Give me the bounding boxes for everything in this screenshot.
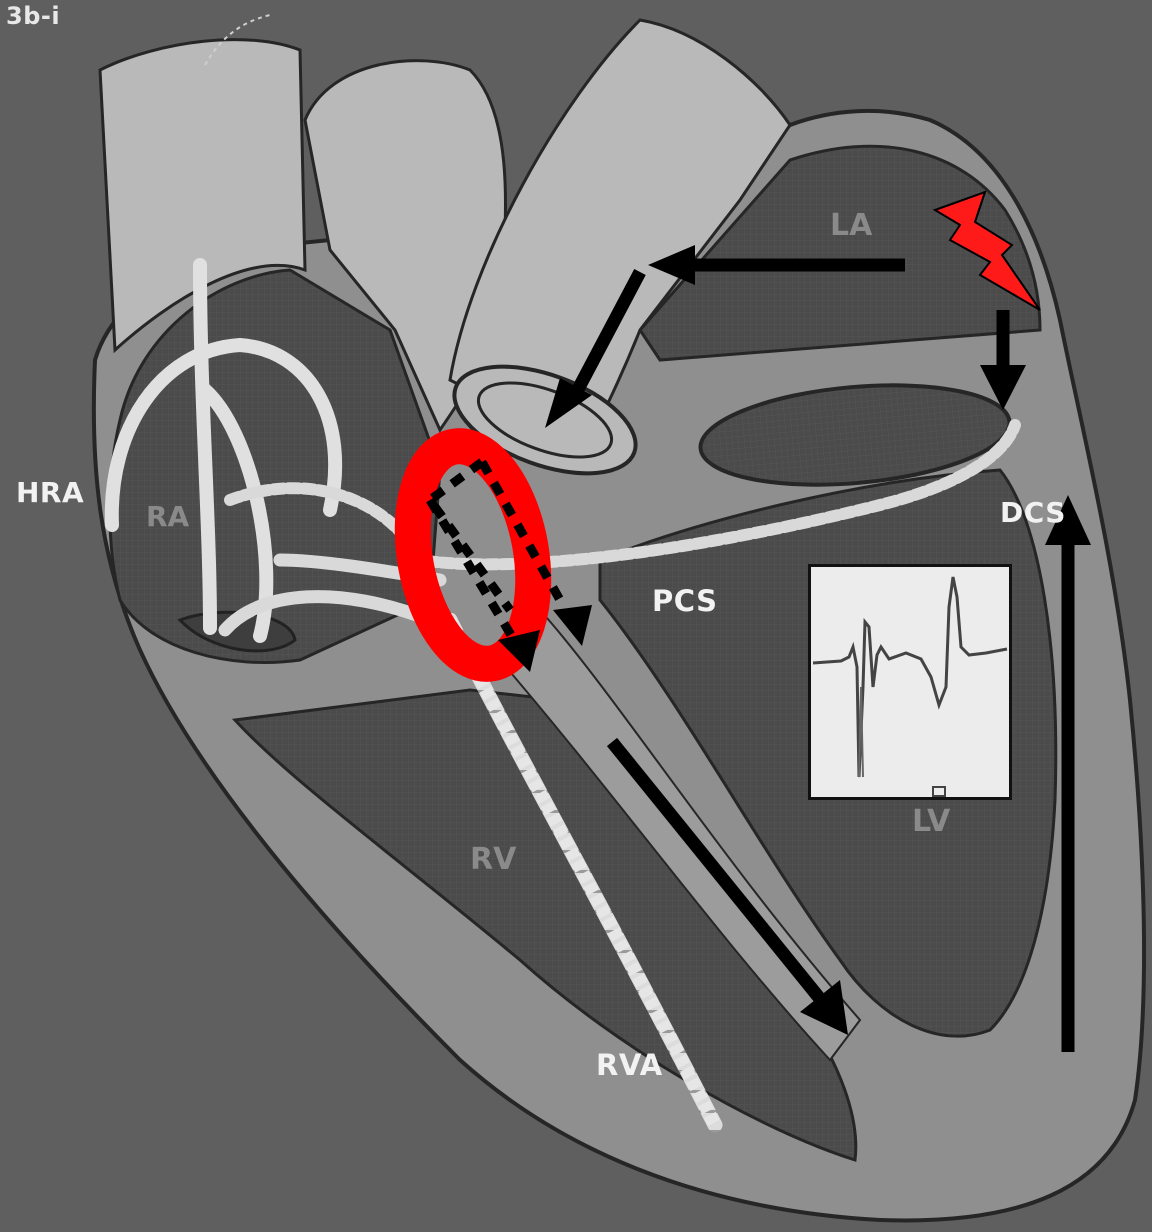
figure-id: 3b-i (6, 2, 60, 30)
electrogram-trace (811, 567, 1009, 797)
lv-label: LV (912, 804, 950, 839)
electrogram-inset (808, 564, 1012, 800)
pcs-label: PCS (652, 584, 717, 618)
hra-label: HRA (16, 476, 84, 509)
la-label: LA (830, 208, 872, 243)
rva-label: RVA (596, 1048, 663, 1082)
rv-label: RV (470, 842, 516, 877)
dcs-label: DCS (1000, 496, 1066, 529)
ra-label: RA (146, 500, 189, 533)
